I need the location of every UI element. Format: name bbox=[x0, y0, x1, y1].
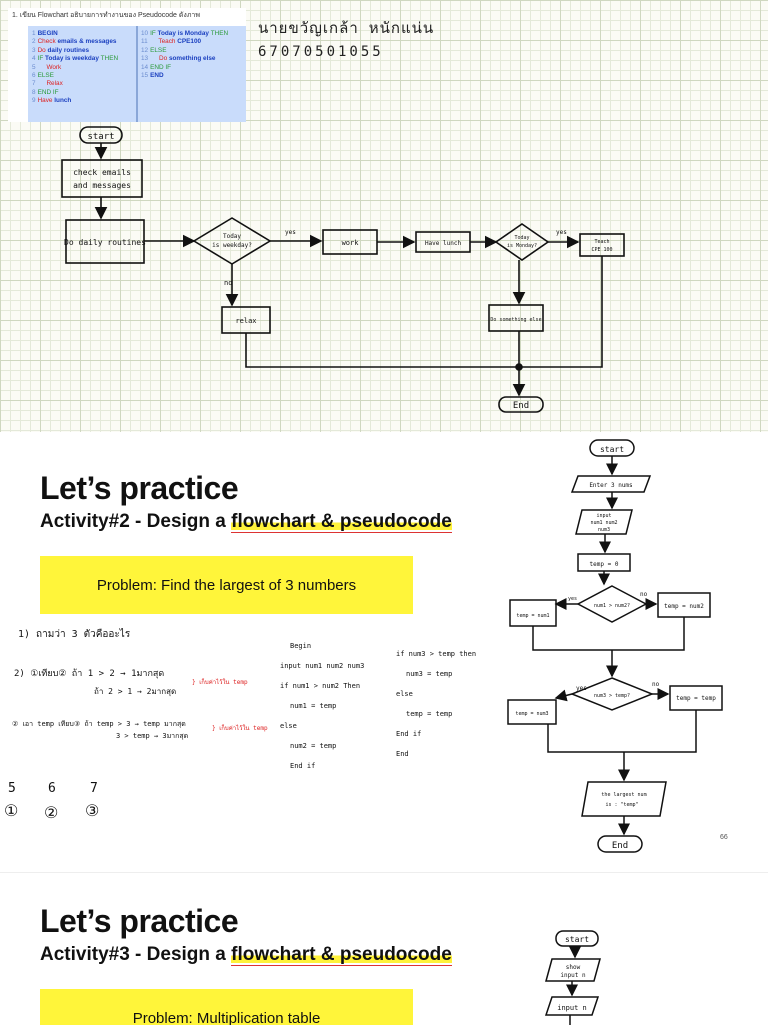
fc2-yes1-label: yes bbox=[568, 596, 577, 602]
fc1-routine-label: Do daily routines bbox=[64, 238, 146, 247]
fc1-weekday-label-1: Today bbox=[223, 233, 241, 240]
fc3-input-label: input n bbox=[557, 1004, 587, 1012]
fc3-start-label: start bbox=[565, 935, 589, 944]
fc2-output-label-2: is : "temp" bbox=[605, 802, 638, 808]
note-step3-note: } เก็บค่าไว้ใน temp bbox=[212, 723, 268, 732]
note-step2b: ถ้า 2 > 1 → 2มากสุด bbox=[94, 687, 176, 696]
fc2-right1-label: temp = num2 bbox=[664, 603, 704, 610]
fc2-right2-label: temp = temp bbox=[676, 695, 716, 702]
slide-activity-2: Let’s practice Activity#2 - Design a flo… bbox=[0, 432, 768, 872]
slide2-pseudocode-line: End bbox=[396, 750, 409, 758]
slide2-pseudocode-line: num1 = temp bbox=[290, 702, 336, 710]
fc1-lunch-label: Have lunch bbox=[425, 240, 462, 247]
fc2-output-label-1: the largest num bbox=[601, 792, 646, 798]
slide2-pseudocode-line: if num3 > temp then bbox=[396, 650, 476, 658]
fc2-enter-label: Enter 3 nums bbox=[589, 482, 633, 489]
slide2-pseudocode-line: input num1 num2 num3 bbox=[280, 662, 364, 670]
fc2-input-label-2: num1 num2 bbox=[590, 520, 617, 526]
slide2-pseudocode-right: if num3 > temp then num3 = temp else temp =… bbox=[396, 650, 476, 758]
slide2-pseudocode-line: else bbox=[280, 722, 297, 730]
fc3-show-label-1: show bbox=[566, 964, 581, 971]
fc2-end-label: End bbox=[612, 841, 628, 851]
note-num-1: 5 bbox=[8, 781, 16, 796]
note-circle-3: ③ bbox=[85, 801, 99, 820]
note-circle-2: ② bbox=[44, 803, 58, 822]
fc1-yes2-label: yes bbox=[556, 229, 567, 236]
fc1-yes1-label: yes bbox=[285, 229, 296, 236]
fc1-check-label-2: and messages bbox=[73, 181, 131, 190]
note-step1: 1) ถามว่า 3 ตัวคืออะไร bbox=[18, 628, 131, 640]
graph-paper-sheet: 1. เขียน Flowchart อธิบายการทำงานของ Pse… bbox=[0, 0, 768, 432]
fc1-monday-label-1: Today bbox=[514, 235, 529, 241]
fc1-teach-label-2: CPE 100 bbox=[591, 247, 612, 253]
fc1-weekday-decision bbox=[194, 218, 270, 264]
fc2-temp0-label: temp = 0 bbox=[590, 561, 619, 568]
slide2-pseudocode-line: End if bbox=[396, 730, 421, 738]
slide2-pseudocode-line: else bbox=[396, 690, 413, 698]
note-num-3: 7 bbox=[90, 781, 98, 796]
fc2-input-label-1: input bbox=[596, 513, 611, 519]
fc1-check-label-1: check emails bbox=[73, 168, 131, 177]
fc3-show-label-2: input n bbox=[560, 972, 586, 979]
fc1-work-label: work bbox=[342, 239, 360, 247]
flowchart-1: start check emails and messages Do daily… bbox=[0, 0, 768, 432]
fc2-start-label: start bbox=[600, 445, 624, 454]
slide2-pseudocode-line: if num1 > num2 Then bbox=[280, 682, 360, 690]
fc2-input-label-3: num3 bbox=[598, 527, 610, 533]
fc1-end-label: End bbox=[513, 401, 529, 411]
note-step2-note: } เก็บค่าไว้ใน temp bbox=[192, 677, 248, 686]
fc1-weekday-label-2: is weekday? bbox=[212, 242, 252, 249]
note-step2a: 2) ①เทียบ② ถ้า 1 > 2 → 1มากสุด bbox=[14, 668, 164, 679]
slide2-pseudocode-line: num3 = temp bbox=[406, 670, 452, 678]
note-circle-1: ① bbox=[4, 801, 18, 820]
fc1-monday-label-2: is Monday? bbox=[507, 243, 537, 249]
fc2-yes2-label: yes bbox=[576, 685, 587, 692]
fc2-output-shape bbox=[582, 782, 666, 816]
fc2-no2-label: no bbox=[652, 681, 660, 688]
slide2-pseudocode-line: num2 = temp bbox=[290, 742, 336, 750]
note-step3a: ② เอา temp เทียบ③ ถ้า temp > 3 → temp มา… bbox=[12, 720, 186, 728]
fc1-monday-decision bbox=[496, 224, 548, 260]
note-step3b: 3 > temp → 3มากสุด bbox=[116, 732, 188, 740]
fc2-left1-label: temp = num1 bbox=[516, 613, 549, 619]
fc2-no1-label: no bbox=[640, 591, 648, 598]
fc1-no1-label: no bbox=[224, 279, 232, 287]
fc1-relax-label: relax bbox=[235, 317, 256, 325]
slide2-pseudocode-line: temp = temp bbox=[406, 710, 452, 718]
fc1-start-label: start bbox=[87, 132, 114, 142]
slide2-pseudocode-line: Begin bbox=[290, 642, 311, 650]
fc1-teach-label-1: Teach bbox=[594, 239, 609, 245]
fc2-left2-label: temp = num3 bbox=[515, 711, 548, 717]
note-num-2: 6 bbox=[48, 781, 56, 796]
slide-activity-3: Let’s practice Activity#3 - Design a flo… bbox=[0, 872, 768, 1025]
slide2-handwriting: 1) ถามว่า 3 ตัวคืออะไร 2) ①เทียบ② ถ้า 1 … bbox=[0, 432, 768, 872]
fc1-something-label: Do something else bbox=[490, 317, 541, 323]
fc2-cond2-label: num3 > temp? bbox=[594, 693, 630, 699]
fc2-cond1-label: num1 > num2? bbox=[594, 603, 630, 609]
slide3-flowchart: start show input n input n bbox=[0, 873, 768, 1025]
slide2-pseudocode-line: End if bbox=[290, 762, 315, 770]
slide2-pseudocode-left: Begin input num1 num2 num3 if num1 > num2 … bbox=[280, 642, 364, 770]
fc1-check-shape bbox=[62, 160, 142, 197]
